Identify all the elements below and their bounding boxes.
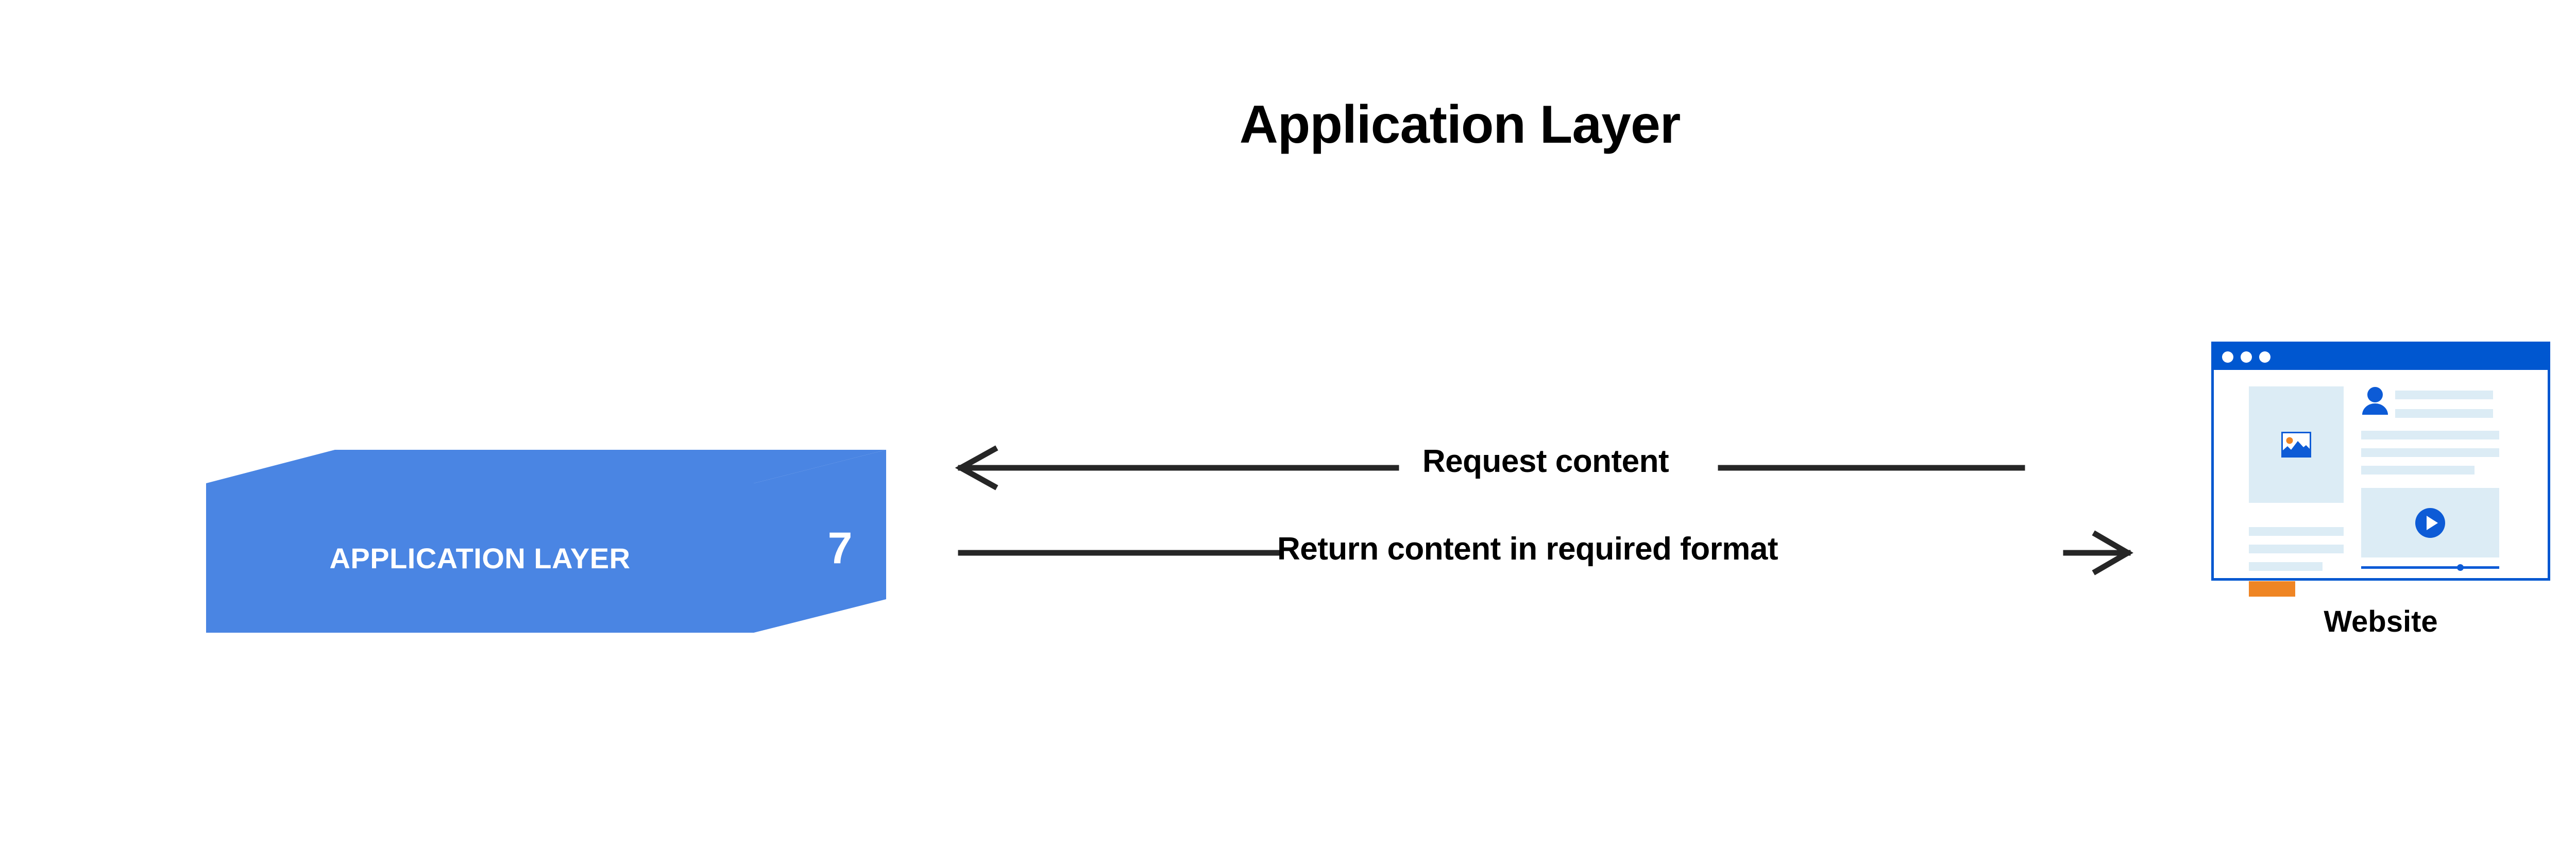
window-dot-minimize-icon[interactable] <box>2241 351 2252 363</box>
text-line <box>2249 562 2323 571</box>
box-front-face <box>206 483 754 633</box>
video-placeholder[interactable] <box>2361 488 2499 557</box>
box-top-face <box>206 450 886 483</box>
website-illustration: Website <box>2211 342 2551 661</box>
application-layer-box: APPLICATION LAYER 7 <box>196 438 896 644</box>
browser-titlebar <box>2214 344 2548 370</box>
window-dot-maximize-icon[interactable] <box>2259 351 2270 363</box>
layer-box-shape <box>206 450 886 633</box>
cta-button[interactable] <box>2249 581 2295 597</box>
flow-arrow-group: Request content Return content in requir… <box>948 422 2143 593</box>
text-line <box>2361 466 2475 475</box>
content-column-right <box>2361 386 2499 571</box>
arrow-right-icon <box>958 530 2133 576</box>
browser-content <box>2214 370 2548 597</box>
text-line <box>2395 391 2493 399</box>
flow-request-label: Request content <box>1422 443 1669 479</box>
video-progress-slider[interactable] <box>2361 564 2499 571</box>
text-line <box>2361 448 2499 457</box>
text-line <box>2249 527 2344 536</box>
text-line <box>2361 431 2499 439</box>
box-side-face <box>754 450 886 633</box>
profile-text-lines <box>2395 386 2493 418</box>
content-column-left <box>2249 386 2344 597</box>
window-dot-close-icon[interactable] <box>2222 351 2233 363</box>
page-title: Application Layer <box>1239 95 1681 155</box>
play-icon[interactable] <box>2415 507 2446 538</box>
flow-return-content: Return content in required format <box>948 515 2143 582</box>
arrow-left-icon <box>955 445 2025 490</box>
text-line <box>2249 545 2344 553</box>
image-placeholder <box>2249 386 2344 503</box>
website-caption: Website <box>2324 605 2438 638</box>
picture-icon <box>2281 432 2311 458</box>
progress-track[interactable] <box>2361 566 2499 569</box>
flow-request-content: Request content <box>948 428 2143 495</box>
text-line <box>2395 409 2493 418</box>
profile-row <box>2361 386 2499 424</box>
progress-handle[interactable] <box>2457 564 2464 571</box>
flow-return-label: Return content in required format <box>1277 531 1778 567</box>
person-icon <box>2362 387 2388 415</box>
browser-window <box>2211 342 2550 597</box>
